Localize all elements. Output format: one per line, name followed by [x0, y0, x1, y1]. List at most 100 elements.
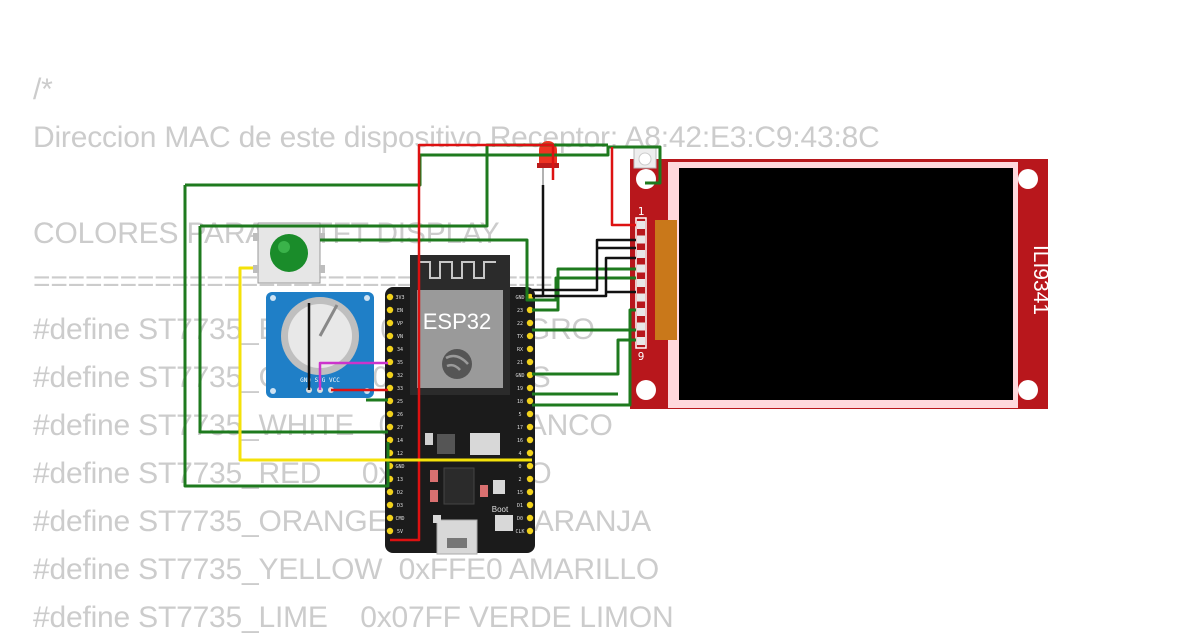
- esp32-pin-label: 0: [518, 464, 521, 470]
- usb-port-opening: [447, 538, 467, 548]
- tft-pin[interactable]: [637, 293, 645, 302]
- esp32-pin-label: VP: [397, 321, 403, 327]
- push-button-leg: [319, 265, 325, 273]
- tft-pin[interactable]: [637, 221, 645, 229]
- push-button-body: [257, 222, 321, 284]
- esp32-pin[interactable]: [386, 514, 394, 522]
- esp32-pin[interactable]: [526, 501, 534, 509]
- esp32-board[interactable]: ESP32 Boot 3V3ENVPVN343532332526271412GN…: [385, 255, 535, 555]
- esp32-pin[interactable]: [386, 332, 394, 340]
- wire-black: [532, 238, 636, 292]
- esp32-pin[interactable]: [526, 475, 534, 483]
- wires: [183, 143, 662, 542]
- code-line: #define ST7735_LIME 0x07FF VERDE LIMON: [33, 601, 674, 634]
- esp32-pin[interactable]: [526, 358, 534, 366]
- esp32-pin[interactable]: [526, 423, 534, 431]
- tft-pin[interactable]: [637, 264, 645, 273]
- wire-green: [198, 226, 388, 434]
- red-led-rim: [537, 163, 559, 168]
- push-button[interactable]: [253, 222, 325, 284]
- esp32-pin[interactable]: [386, 410, 394, 418]
- push-button-cap[interactable]: [270, 234, 308, 272]
- push-button-leg: [319, 233, 325, 241]
- esp32-pin[interactable]: [386, 358, 394, 366]
- esp32-pin[interactable]: [526, 397, 534, 405]
- esp32-pin[interactable]: [526, 345, 534, 353]
- esp32-pin[interactable]: [526, 449, 534, 457]
- tft-label: ILI9341: [1029, 245, 1052, 315]
- esp32-pin[interactable]: [526, 332, 534, 340]
- esp32-pin[interactable]: [526, 488, 534, 496]
- tft-pin[interactable]: [637, 235, 645, 244]
- tft-mount-hole: [1018, 169, 1038, 189]
- esp32-pin[interactable]: [386, 384, 394, 392]
- tft-pin[interactable]: [637, 250, 645, 258]
- esp32-pin[interactable]: [526, 527, 534, 535]
- red-led[interactable]: [537, 141, 559, 185]
- tft-ribbon: [655, 220, 677, 340]
- tft-pin-last-label: 9: [638, 350, 645, 363]
- esp32-pin[interactable]: [526, 306, 534, 314]
- esp32-pin[interactable]: [526, 384, 534, 392]
- esp32-pin[interactable]: [386, 501, 394, 509]
- boot-label: Boot: [492, 505, 509, 514]
- code-line: /*: [33, 73, 53, 106]
- esp32-pin[interactable]: [526, 410, 534, 418]
- tft-mount-hole: [636, 380, 656, 400]
- tft-display[interactable]: 1 9 ILI9341: [630, 159, 1052, 409]
- wire-red: [390, 143, 555, 542]
- potentiometer[interactable]: GND SIG VCC: [266, 292, 374, 398]
- tft-pin-first-label: 1: [638, 205, 645, 218]
- tft-screen: [679, 168, 1013, 400]
- esp32-pin[interactable]: [526, 462, 534, 470]
- potentiometer-hole: [364, 295, 370, 301]
- esp32-pin-label: 3V3: [395, 295, 404, 301]
- potentiometer-indicator: [318, 304, 339, 337]
- esp32-pin[interactable]: [386, 488, 394, 496]
- espressif-logo: [442, 349, 472, 379]
- esp32-pin-label: 22: [517, 321, 523, 327]
- esp32-pin-label: 23: [517, 308, 523, 314]
- esp32-pin[interactable]: [386, 306, 394, 314]
- esp32-pin-label: 26: [397, 412, 403, 418]
- esp32-pin[interactable]: [386, 423, 394, 431]
- esp32-smd-part: [493, 480, 505, 494]
- esp32-pin[interactable]: [386, 371, 394, 379]
- push-button-leg: [253, 233, 259, 241]
- tft-pin[interactable]: [637, 337, 645, 345]
- esp32-pin[interactable]: [386, 293, 394, 301]
- tft-pin[interactable]: [637, 308, 645, 316]
- push-button-cap-highlight: [278, 241, 290, 253]
- push-button-leg: [253, 265, 259, 273]
- wire-red: [610, 147, 636, 227]
- esp32-pin-label: 19: [517, 386, 523, 392]
- esp32-regulator-tab: [470, 433, 500, 455]
- esp32-usb-chip: [443, 467, 475, 505]
- tft-pin[interactable]: [637, 322, 645, 331]
- esp32-pin-label: 32: [397, 373, 403, 379]
- wire-green: [532, 338, 636, 376]
- en-button[interactable]: [433, 515, 441, 523]
- white-led[interactable]: [633, 147, 657, 169]
- esp32-label: ESP32: [423, 309, 492, 334]
- esp32-pin[interactable]: [526, 436, 534, 444]
- esp32-pin[interactable]: [386, 397, 394, 405]
- esp32-pin[interactable]: [526, 514, 534, 522]
- esp32-pin-label: 18: [517, 399, 523, 405]
- esp32-pin[interactable]: [526, 371, 534, 379]
- esp32-pin[interactable]: [386, 345, 394, 353]
- potentiometer-hole: [270, 388, 276, 394]
- esp32-led: [480, 485, 488, 497]
- esp32-pin[interactable]: [386, 319, 394, 327]
- usb-port: [436, 519, 478, 555]
- esp32-pin[interactable]: [386, 527, 394, 535]
- esp32-led: [430, 490, 438, 502]
- esp32-pin-label: GND: [515, 295, 524, 301]
- esp32-pin[interactable]: [526, 319, 534, 327]
- esp32-pin[interactable]: [386, 436, 394, 444]
- esp32-pin-label: 34: [397, 347, 403, 353]
- tft-pin[interactable]: [637, 279, 645, 287]
- esp32-pin-label: D0: [517, 516, 523, 522]
- boot-button[interactable]: [495, 515, 513, 531]
- tft-mount-hole: [636, 169, 656, 189]
